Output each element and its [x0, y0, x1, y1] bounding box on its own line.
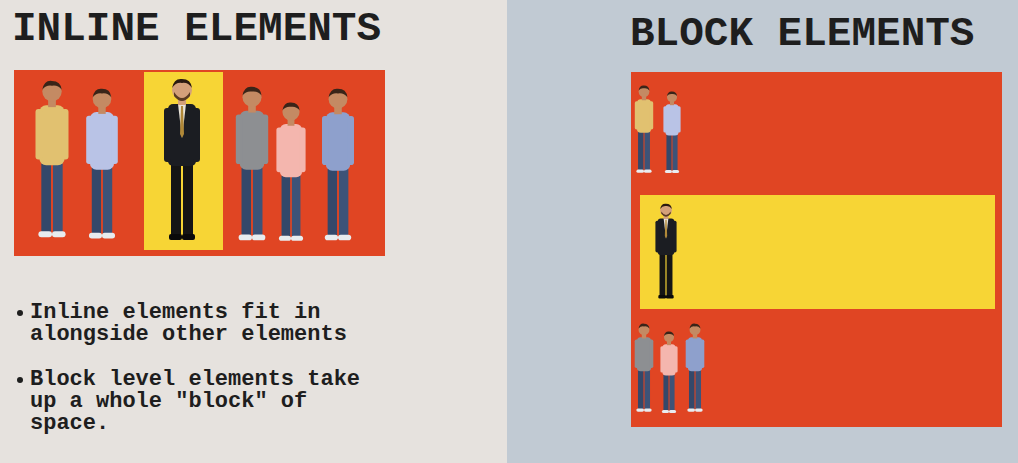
- inline-container: [14, 70, 385, 256]
- bullet-dot: [17, 310, 23, 316]
- panel-heading: INLINE ELEMENTS: [12, 6, 381, 52]
- person-figure: [660, 331, 677, 412]
- inline-highlight: [144, 72, 223, 250]
- person-figure: [663, 91, 680, 172]
- person-figure: [276, 102, 305, 240]
- bullet-note: Inline elements fit in alongside other e…: [30, 302, 375, 346]
- block-container: [631, 72, 1002, 427]
- person-figure: [635, 324, 654, 412]
- person-figure: [86, 89, 118, 239]
- person-figure: [322, 89, 354, 241]
- person-figure: [236, 87, 268, 241]
- person-figure: [635, 86, 653, 173]
- block-panel: [507, 0, 1018, 463]
- person-figure: [686, 324, 705, 412]
- person-figure: [36, 81, 69, 237]
- bullet-dot: [17, 377, 23, 383]
- inline-panel: [0, 0, 507, 463]
- businessman-figure: [655, 204, 676, 299]
- panel-heading: BLOCK ELEMENTS: [630, 11, 974, 57]
- bullet-note: Block level elements take up a whole "bl…: [30, 369, 375, 435]
- businessman-figure: [164, 79, 200, 240]
- block-highlight: [640, 195, 995, 309]
